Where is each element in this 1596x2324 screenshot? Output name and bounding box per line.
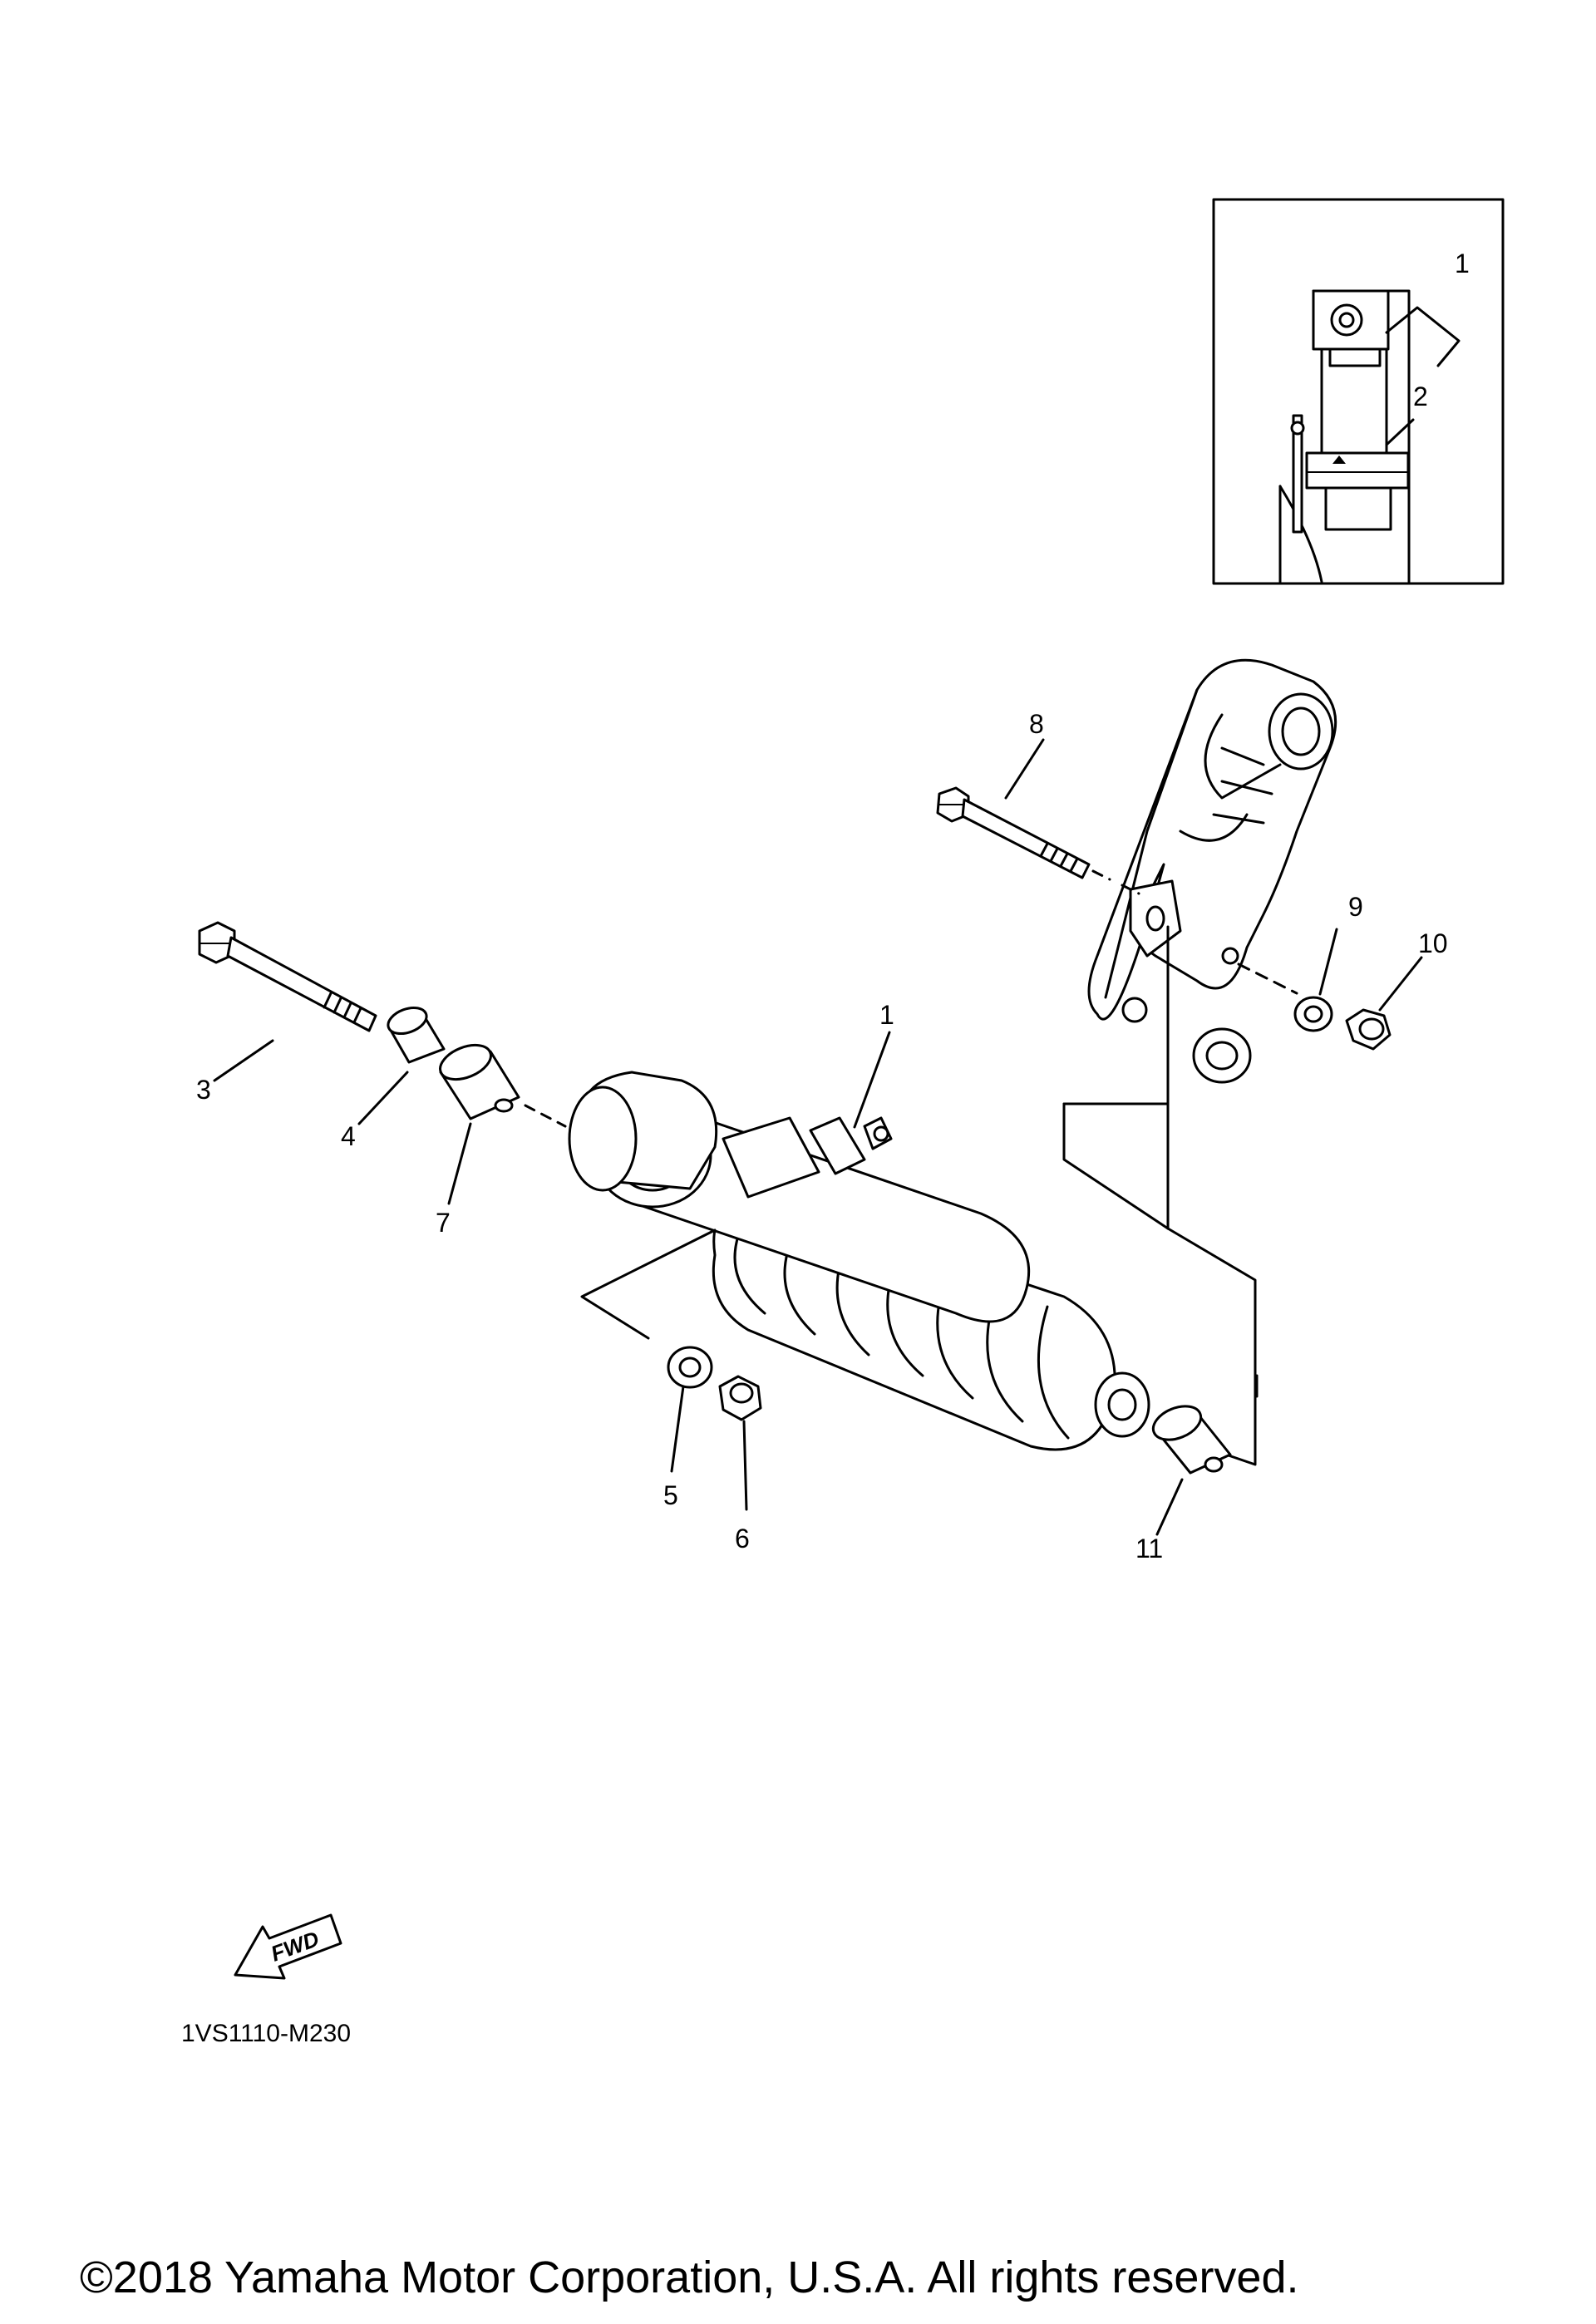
bolt-3: 3 [196,921,377,1105]
callout-10: 10 [1418,928,1448,958]
diagram-code: 1VS1110-M230 [181,2020,351,2047]
callout-4: 4 [341,1121,356,1151]
copyright-notice: ©2018 Yamaha Motor Corporation, U.S.A. A… [80,2253,1299,2302]
collar-11: 11 [1135,1405,1232,1563]
callout-9: 9 [1348,892,1363,922]
callout-5: 5 [663,1480,678,1510]
washer-5-nut-6: 5 6 [580,1228,762,1553]
callout-11: 11 [1135,1534,1163,1563]
callout-3: 3 [196,1075,211,1105]
inset-detail: 1 2 [1212,198,1505,585]
inset-callout-2: 2 [1413,382,1428,411]
callout-6: 6 [735,1524,750,1553]
collar-4: 4 [341,1006,446,1151]
bolt-8: 8 [936,709,1140,895]
relay-arm [1087,658,1337,1084]
callout-7: 7 [436,1208,451,1238]
collar-7: 7 [436,1043,567,1238]
washer-9-nut-10: 9 10 [1237,892,1448,1051]
fwd-arrow: FWD [234,1913,342,1980]
callout-1: 1 [879,1000,894,1030]
shock-absorber: 1 [568,1000,1150,1451]
callout-8: 8 [1029,709,1044,739]
inset-callout-1: 1 [1455,249,1470,278]
